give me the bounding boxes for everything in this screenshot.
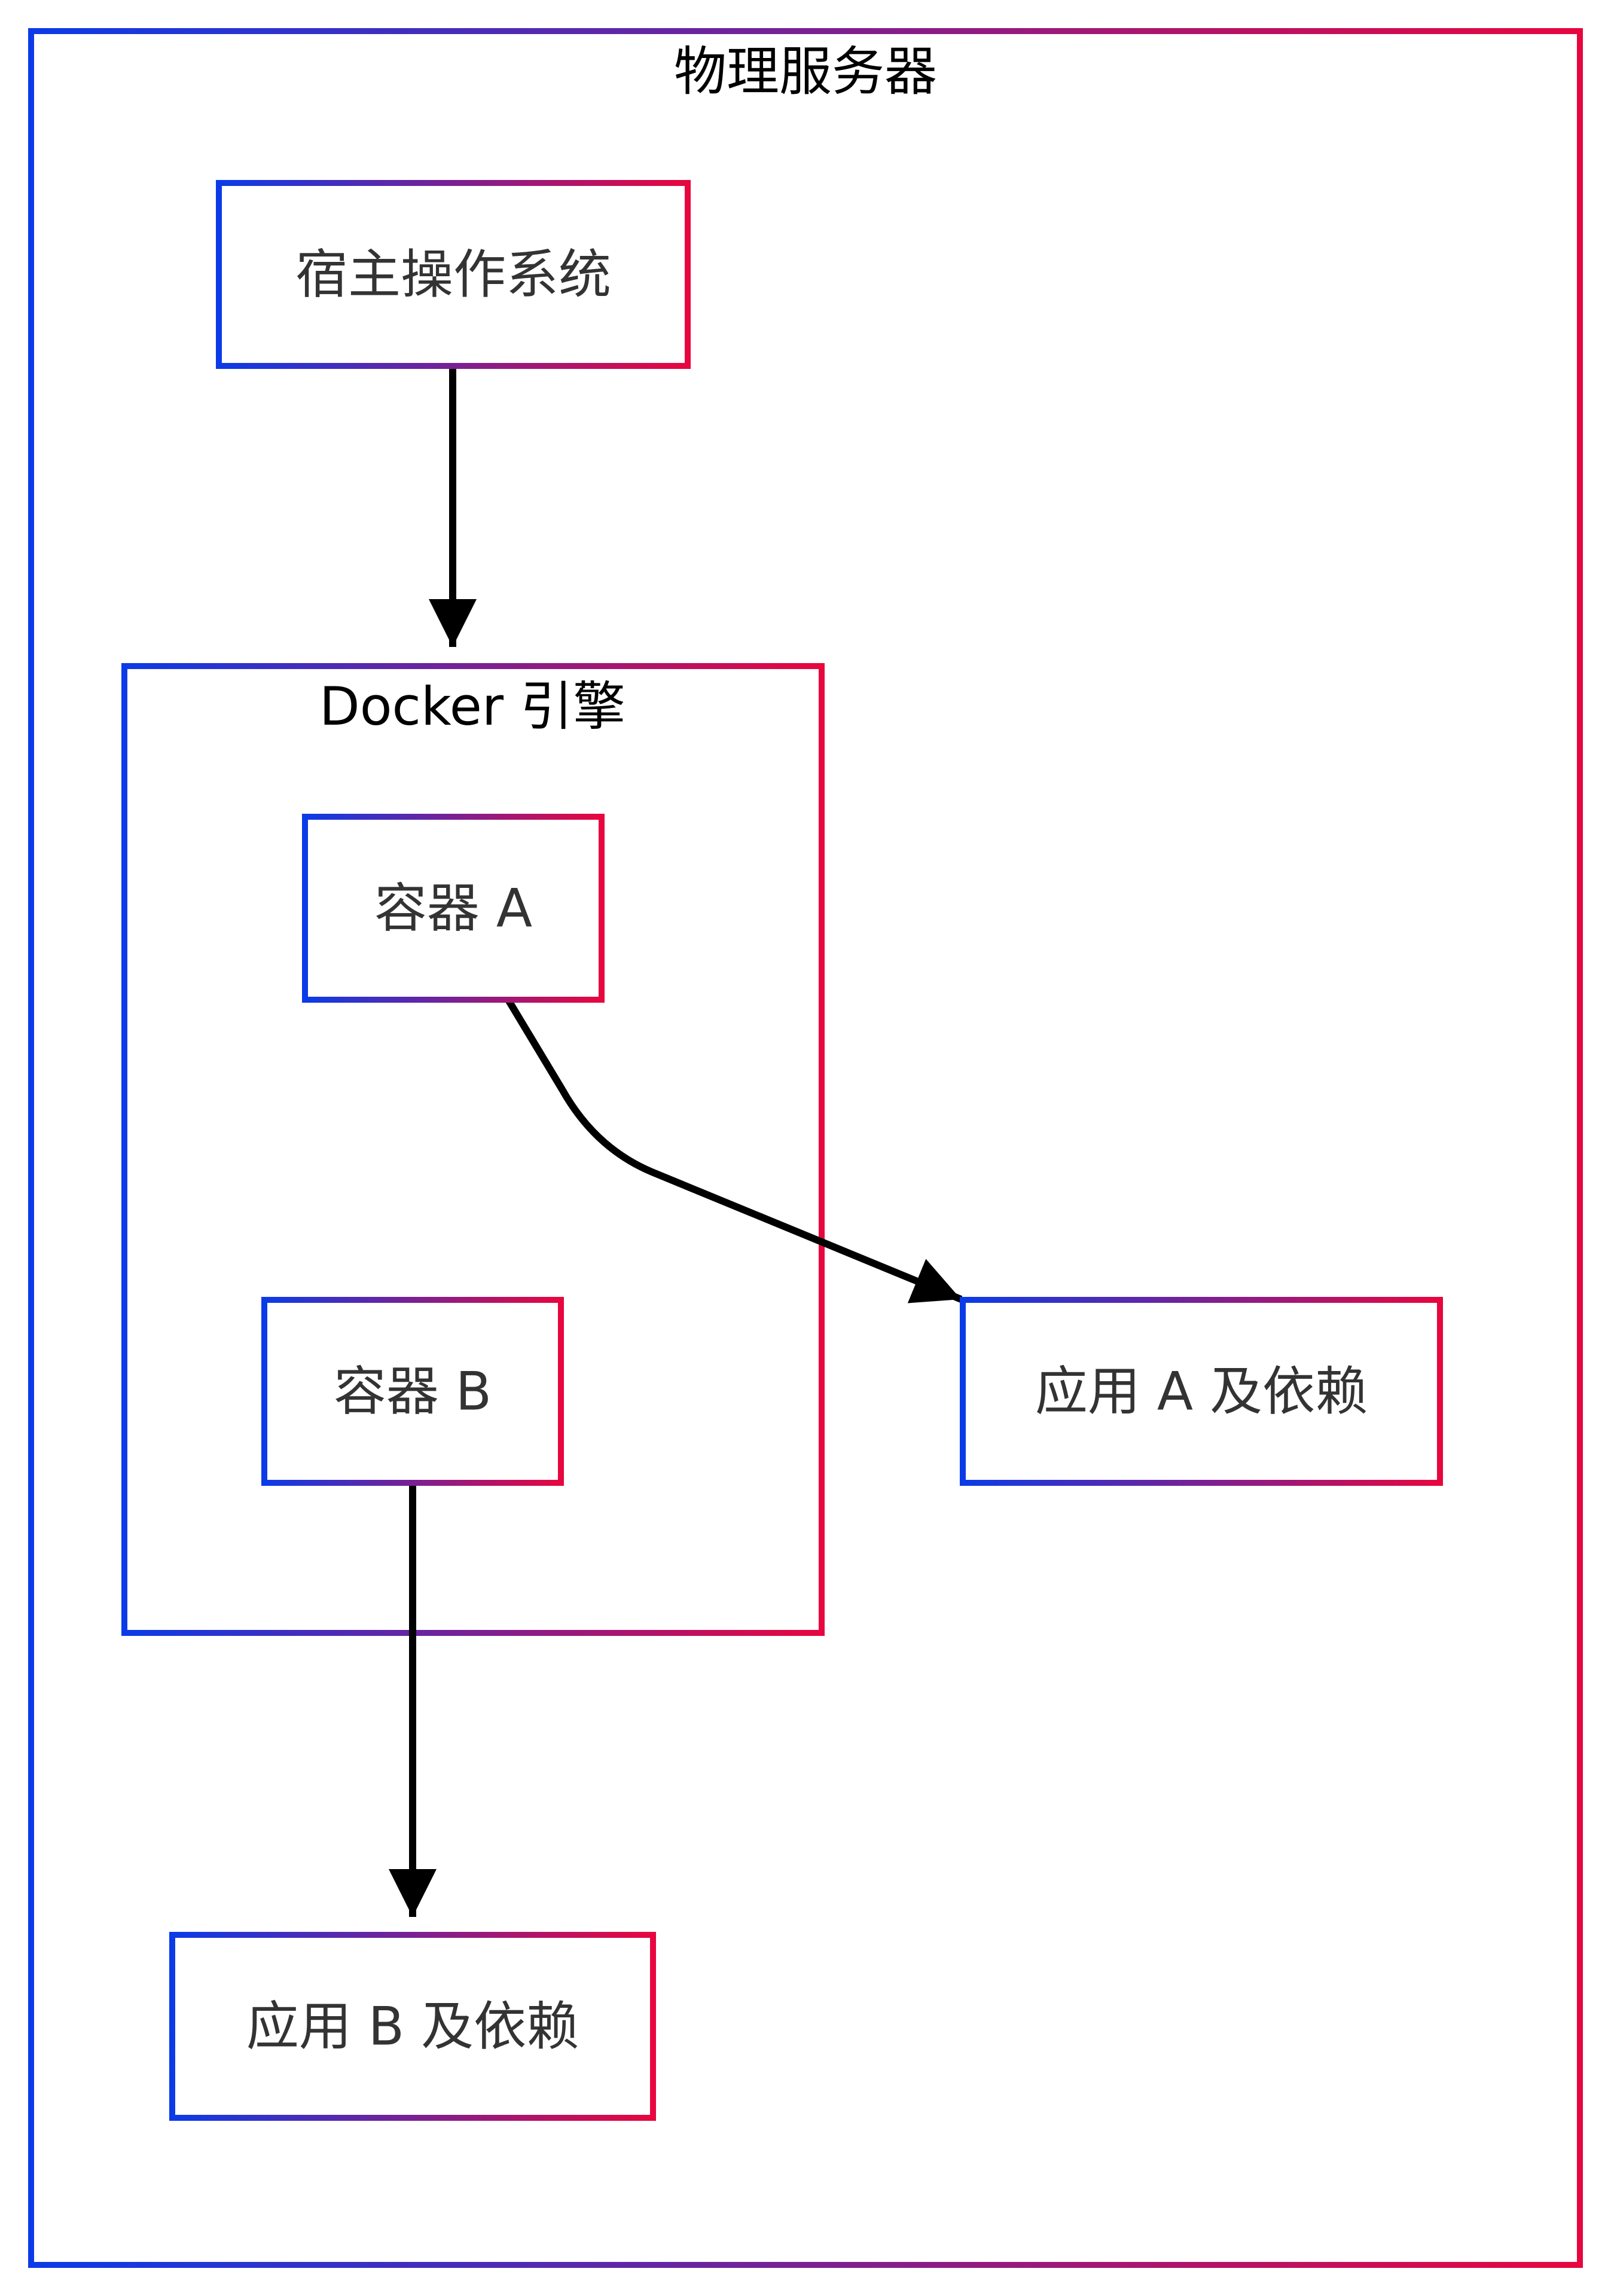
node-app-a-label: 应用 A 及依赖 [1035, 1361, 1368, 1422]
node-container-b-box[interactable] [261, 1297, 564, 1486]
cluster-docker-engine-border [121, 663, 825, 1636]
node-app-a[interactable]: 应用 A 及依赖 [960, 1297, 1443, 1486]
edges [389, 369, 963, 1917]
node-host-os-box[interactable] [216, 180, 691, 369]
node-container-b-label: 容器 B [334, 1361, 492, 1422]
node-app-b-box[interactable] [169, 1932, 656, 2121]
node-container-a[interactable]: 容器 A [302, 814, 605, 1003]
cluster-physical-server-title: 物理服务器 [674, 41, 937, 102]
node-app-b-label: 应用 B 及依赖 [246, 1996, 579, 2057]
cluster-docker-engine-title: Docker 引擎 [319, 676, 626, 737]
node-container-b[interactable]: 容器 B [261, 1297, 564, 1486]
cluster-physical-server: 物理服务器 [28, 28, 1583, 2268]
node-host-os[interactable]: 宿主操作系统 [216, 180, 691, 369]
cluster-docker-engine: Docker 引擎 [121, 663, 825, 1636]
node-app-a-box[interactable] [960, 1297, 1443, 1486]
node-app-b[interactable]: 应用 B 及依赖 [169, 1932, 656, 2121]
node-container-a-box[interactable] [302, 814, 605, 1003]
cluster-physical-server-border [28, 28, 1583, 2268]
edge-container-a-to-app-a [505, 999, 963, 1303]
node-host-os-label: 宿主操作系统 [295, 244, 611, 306]
node-container-a-label: 容器 A [374, 878, 532, 939]
